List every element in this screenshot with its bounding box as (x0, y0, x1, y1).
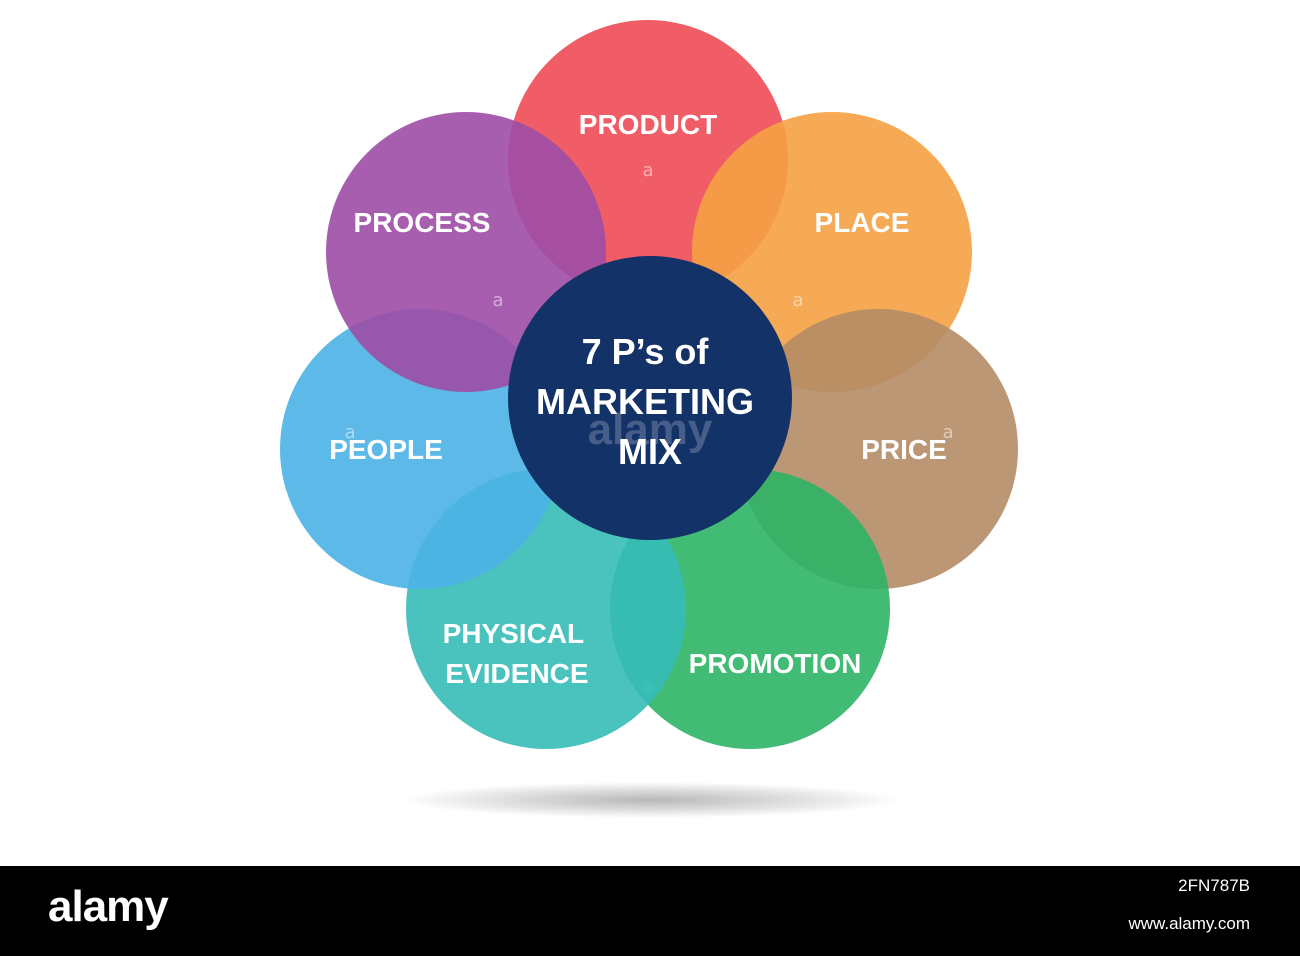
petal-people-label: PEOPLE (329, 434, 443, 465)
watermark-mark: a (344, 422, 355, 443)
petal-product-line-1: PRODUCT (579, 109, 717, 140)
center-circle (508, 256, 792, 540)
petal-promotion-line-1: PROMOTION (689, 648, 862, 679)
footer-url: www.alamy.com (1128, 914, 1250, 933)
petal-price-line-1: PRICE (861, 434, 947, 465)
petal-product-label: PRODUCT (579, 109, 717, 140)
marketing-mix-diagram: PRODUCT a PLACE a PRICE a PROMOTION a PH… (280, 20, 1018, 818)
center-title-line-3: MIX (618, 431, 682, 472)
watermark-mark: a (642, 160, 653, 181)
footer-image-id: 2FN787B (1178, 876, 1250, 895)
watermark-mark: a (792, 290, 803, 311)
center-title-line-1: 7 P’s of (582, 331, 710, 372)
center-hub: 7 P’s of MARKETING MIX alamy (508, 256, 792, 540)
petal-process-line-1: PROCESS (354, 207, 491, 238)
center-title-line-2: MARKETING (536, 381, 754, 422)
petal-place-line-1: PLACE (815, 207, 910, 238)
ground-shadow (400, 782, 900, 818)
petal-price-label: PRICE (861, 434, 947, 465)
petal-physical-evidence-line-1: PHYSICAL (443, 618, 584, 649)
petal-physical-evidence-line-2: EVIDENCE (445, 658, 588, 689)
footer-logo: alamy (48, 882, 169, 931)
watermark-mark: a (492, 290, 503, 311)
petal-promotion: PROMOTION a (610, 469, 890, 749)
footer-bar: alamy 2FN787B www.alamy.com (0, 866, 1300, 956)
petal-people-line-1: PEOPLE (329, 434, 443, 465)
watermark-mark: a (942, 422, 953, 443)
petal-process-label: PROCESS (354, 207, 491, 238)
petal-promotion-circle (610, 469, 890, 749)
petal-promotion-label: PROMOTION (689, 648, 862, 679)
petal-place-label: PLACE (815, 207, 910, 238)
petal-physical-evidence-label: PHYSICAL EVIDENCE (443, 618, 592, 689)
center-title: 7 P’s of MARKETING MIX (536, 331, 764, 472)
watermark-center: alamy (588, 405, 713, 454)
